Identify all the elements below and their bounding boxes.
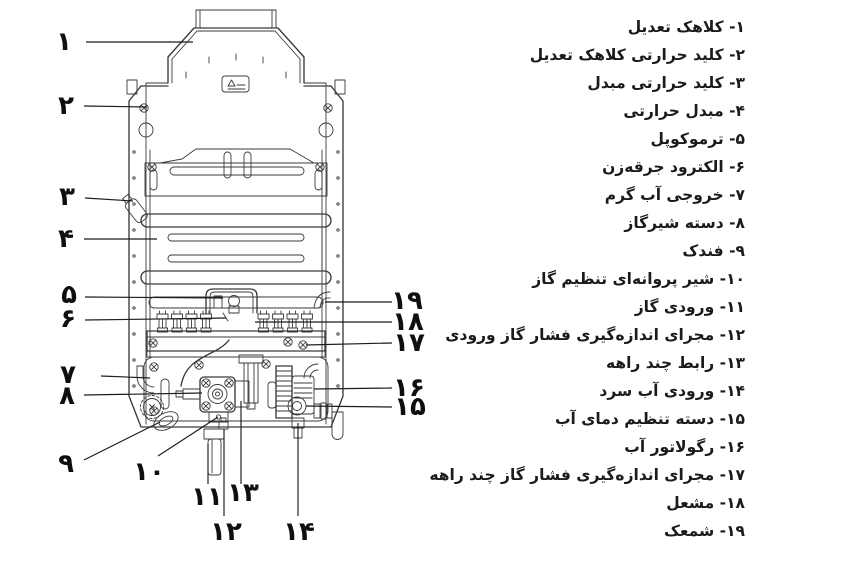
callout-number-11: ۱۱ xyxy=(191,482,223,512)
piezo-igniter xyxy=(140,395,179,431)
flue-collar xyxy=(195,9,277,29)
callout-number-7: ۷ xyxy=(60,360,76,390)
gas-manifold xyxy=(146,330,326,358)
legend-item-6: ۶- الکترود جرقه‌زن xyxy=(602,158,745,176)
legend-item-19: ۱۹- شمعک xyxy=(663,522,745,540)
legend-item-10: ۱۰- شیر پروانه‌ای تنظیم گاز xyxy=(532,270,745,288)
legend-item-18: ۱۸- مشعل xyxy=(666,494,745,512)
brand-badge xyxy=(221,75,250,93)
callout-number-19: ۱۹ xyxy=(391,286,423,316)
legend-item-13: ۱۳- رابط چند راهه xyxy=(605,354,745,372)
legend-item-9: ۹- فندک xyxy=(682,242,745,260)
multiway-connector xyxy=(238,354,264,410)
callout-number-5: ۵ xyxy=(61,280,77,310)
heat-exchanger xyxy=(140,213,332,309)
callout-number-3: ۳ xyxy=(59,182,75,212)
callout-number-10: ۱۰ xyxy=(133,457,165,487)
callout-number-8: ۸ xyxy=(59,381,75,411)
callout-number-9: ۹ xyxy=(58,449,74,479)
legend-item-4: ۴- مبدل حرارتی xyxy=(623,102,745,120)
legend-item-15: ۱۵- دسته تنظیم دمای آب xyxy=(554,410,745,428)
outer-casing xyxy=(126,79,346,428)
callout-number-17: ۱۷ xyxy=(393,328,425,358)
callout-number-16: ۱۶ xyxy=(393,373,425,403)
pilot-tube xyxy=(180,339,230,387)
legend-item-14: ۱۴- ورودی آب سرد xyxy=(599,382,745,400)
pilot-assembly xyxy=(205,288,331,322)
exchanger-top-bracket xyxy=(144,148,328,197)
callout-number-4: ۴ xyxy=(58,224,74,254)
butterfly-valve xyxy=(208,411,229,423)
legend-item-1: ۱- کلاهک تعدیل xyxy=(627,18,745,36)
gas-valve xyxy=(175,376,250,413)
callout-numbers: ۱ ۲ ۳ ۴ ۵ ۶ ۷ ۸ ۹ ۱۰ ۱۱ ۱۲ ۱۳ ۱۴ ۱۵ ۱۶ ۱… xyxy=(56,27,426,547)
heater-diagram: ۱ ۲ ۳ ۴ ۵ ۶ ۷ ۸ ۹ ۱۰ ۱۱ ۱۲ ۱۳ ۱۴ ۱۵ ۱۶ ۱… xyxy=(56,9,426,547)
legend-item-12: ۱۲- مجرای اندازه‌گیری فشار گاز ورودی xyxy=(445,326,745,344)
callout-number-14: ۱۴ xyxy=(283,517,315,547)
callout-number-2: ۲ xyxy=(58,91,74,121)
callout-number-6: ۶ xyxy=(60,304,76,334)
legend-item-2: ۲- کلید حرارتی کلاهک تعدیل xyxy=(529,46,745,64)
legend-item-5: ۵- ترموکوپل xyxy=(650,130,745,148)
exchanger-thermal-switch xyxy=(122,193,148,223)
parts-legend: ۱- کلاهک تعدیل ۲- کلید حرارتی کلاهک تعدی… xyxy=(365,13,745,545)
legend-item-3: ۳- کلید حرارتی مبدل xyxy=(587,74,745,92)
callout-number-15: ۱۵ xyxy=(394,392,426,422)
callout-lines xyxy=(83,41,393,516)
callout-number-18: ۱۸ xyxy=(392,307,424,337)
draft-hood xyxy=(167,27,305,93)
legend-item-16: ۱۶- رگولاتور آب xyxy=(624,438,745,456)
legend-item-11: ۱۱- ورودی گاز xyxy=(634,298,745,316)
legend-item-8: ۸- دسته شیرگاز xyxy=(624,214,745,232)
callout-number-12: ۱۲ xyxy=(210,517,242,547)
legend-item-7: ۷- خروجی آب گرم xyxy=(604,186,745,204)
callout-number-1: ۱ xyxy=(56,27,72,57)
callout-number-13: ۱۳ xyxy=(227,478,259,508)
water-regulator xyxy=(267,363,344,440)
legend-item-17: ۱۷- مجرای اندازه‌گیری فشار گاز چند راهه xyxy=(429,466,745,484)
